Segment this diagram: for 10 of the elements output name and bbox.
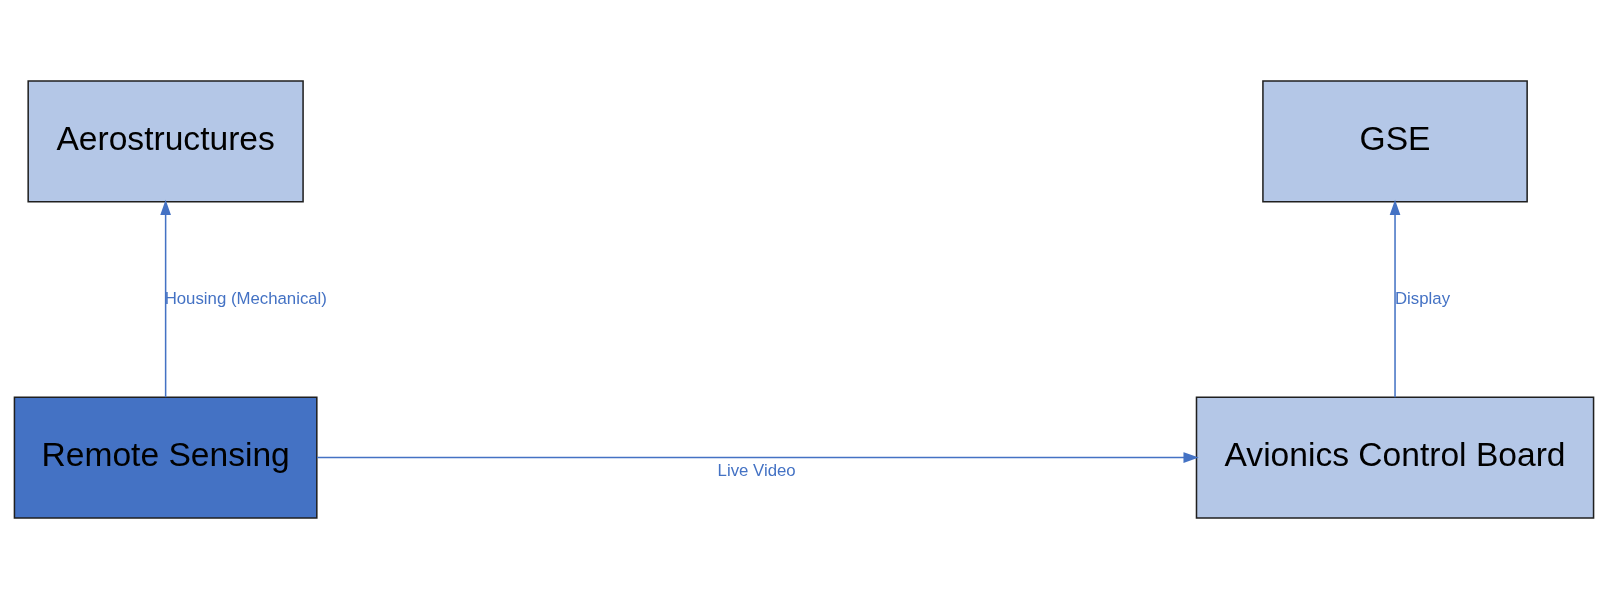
- edge-label: Live Video: [717, 460, 796, 480]
- node-box: Remote Sensing: [13, 396, 318, 519]
- node-box: GSE: [1262, 80, 1528, 203]
- node-box: Avionics Control Board: [1195, 396, 1595, 519]
- node-box: Aerostructures: [27, 80, 304, 203]
- arrow: [316, 452, 1199, 463]
- edge-label: Housing (Mechanical): [164, 288, 327, 308]
- arrow: [1389, 199, 1401, 398]
- edge-label: Display: [1395, 288, 1451, 308]
- arrow: [160, 199, 171, 398]
